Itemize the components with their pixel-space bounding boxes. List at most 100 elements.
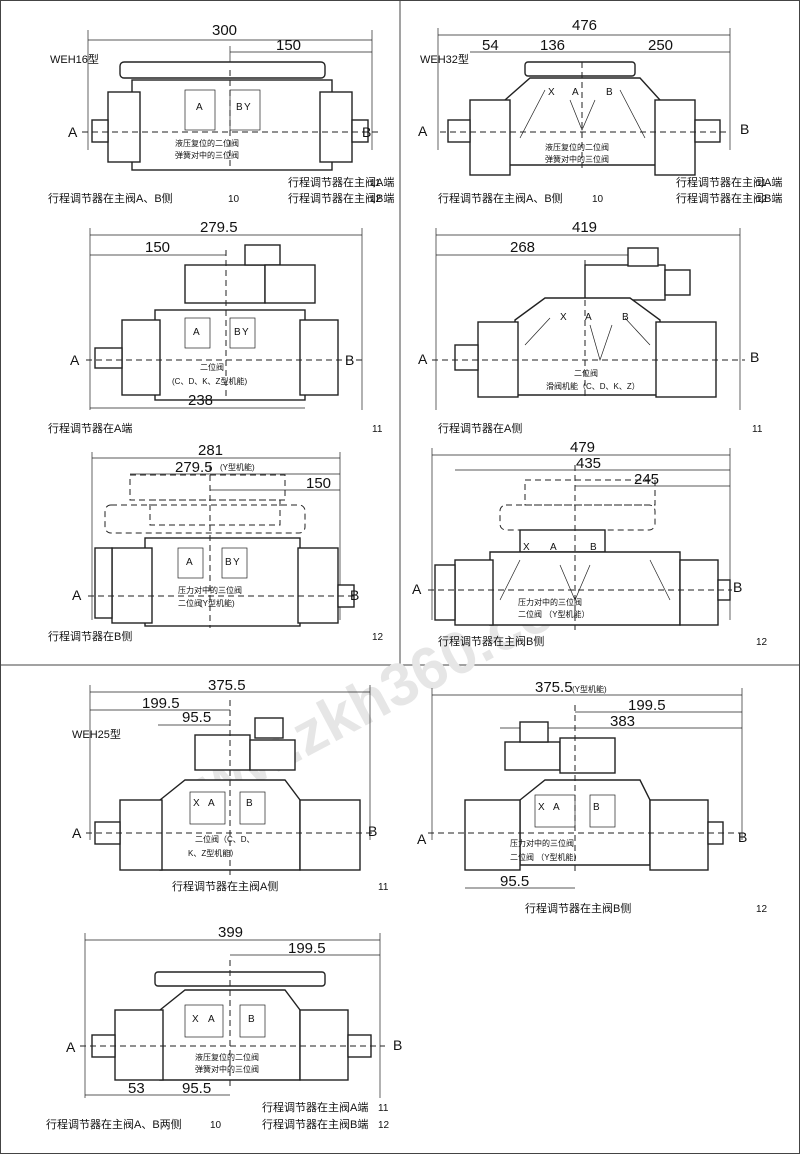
num-11: 11 — [370, 178, 381, 189]
drawing-panel-2: 476 54 136 250 WEH32型 X A B A B 液压复位的二位阀… — [418, 17, 782, 205]
note-line-2: 二位阀 — [178, 598, 202, 608]
port-b: B — [750, 349, 759, 365]
note-line-2: 弹簧对中的三位阀 — [195, 1064, 259, 1074]
dim-150: 150 — [306, 475, 331, 492]
dim-overall: 476 — [572, 17, 597, 34]
port-a: A — [72, 587, 82, 603]
model-label: WEH25型 — [72, 727, 121, 741]
note-line-1: 二位阀（C、D、 — [195, 834, 255, 844]
caption-a: 行程调节器在主阀A端 — [676, 175, 782, 189]
port-a: A — [66, 1039, 76, 1055]
caption-ab: 行程调节器在主阀A、B侧 — [438, 191, 563, 205]
dim-95: 95.5 — [182, 709, 211, 726]
valve-label-a: A — [196, 102, 203, 113]
dim-overall: 479 — [570, 439, 595, 456]
note-line-1: 压力对中的三位阀 — [178, 585, 242, 595]
num-12: 12 — [372, 632, 384, 643]
dim-279: 279.5 — [175, 459, 213, 476]
num-10: 10 — [592, 194, 604, 205]
num-11: 11 — [378, 882, 389, 893]
dim-53: 53 — [128, 1080, 145, 1097]
valve-label-a: A — [186, 557, 193, 568]
dim-238: 238 — [188, 392, 213, 409]
drawing-panel-6: 479 435 245 X A B A B 压力对中的三位阀 二位阀 （Y型机能… — [412, 439, 768, 648]
num-10: 10 — [210, 1120, 222, 1131]
port-b: B — [350, 587, 359, 603]
dim-overall: 399 — [218, 924, 243, 941]
valve-label-a: A — [553, 802, 560, 813]
valve-label-a: A — [572, 87, 579, 98]
note-line-2: 弹簧对中的三位阀 — [545, 154, 609, 164]
note-line-2: (C、D、K、Z型机能) — [172, 376, 247, 386]
note-line-1: 二位阀 — [574, 368, 598, 378]
caption-a: 行程调节器在主阀A端 — [288, 175, 394, 189]
dim-overall: 281 — [198, 442, 223, 459]
caption: 行程调节器在主阀B侧 — [525, 901, 631, 915]
drawing-panel-3: 279.5 150 A B Y A B 二位阀 (C、D、K、Z型机能) 238… — [48, 219, 383, 435]
caption-b: 行程调节器在主阀B端 — [262, 1117, 368, 1131]
note-line-1: 液压复位的二位阀 — [545, 142, 609, 152]
note-line-1: 液压复位的二位阀 — [195, 1052, 259, 1062]
dim-half: 150 — [276, 37, 301, 54]
dim-383: 383 — [610, 713, 635, 730]
drawing-panel-4: 419 268 X A B A B 二位阀 滑阀机能（C、D、K、Z） 行程调节… — [418, 219, 763, 435]
dim-y-note: (Y型机能) — [572, 684, 607, 694]
dim-136: 136 — [540, 37, 565, 54]
num-12: 12 — [756, 194, 768, 205]
note-line-2: 二位阀 （Y型机能） — [518, 609, 590, 619]
caption: 行程调节器在A端 — [48, 422, 132, 435]
num-12: 12 — [370, 194, 382, 205]
valve-label-b: B — [622, 312, 629, 323]
dim-199: 199.5 — [628, 697, 666, 714]
drawing-panel-8: 375.5 (Y型机能) 199.5 383 X A B A B 压力对中的三位… — [417, 679, 768, 915]
caption: 行程调节器在主阀B侧 — [438, 634, 544, 648]
dim-250: 250 — [648, 37, 673, 54]
valve-label-b: B — [593, 802, 600, 813]
port-a: A — [412, 581, 422, 597]
caption: 行程调节器在主阀A侧 — [172, 879, 278, 893]
note-line-2: 弹簧对中的三位阀 — [175, 150, 239, 160]
note-line-2: 滑阀机能（C、D、K、Z） — [546, 381, 640, 391]
num-12: 12 — [756, 637, 768, 648]
drawing-panel-5: 281 279.5 (Y型机能) 150 A B Y A B 压力对中的三位阀 … — [48, 442, 384, 643]
caption-ab: 行程调节器在主阀A、B侧 — [48, 191, 173, 205]
valve-label-b: B — [236, 102, 243, 113]
dim-150: 150 — [145, 239, 170, 256]
valve-label-x: X — [560, 312, 567, 323]
valve-label-x: X — [193, 798, 200, 809]
note-line-1: 压力对中的三位阀 — [510, 838, 574, 848]
num-10: 10 — [228, 194, 240, 205]
port-a: A — [72, 825, 82, 841]
dim-54: 54 — [482, 37, 499, 54]
caption: 行程调节器在A侧 — [438, 422, 522, 435]
valve-label-b: B — [234, 327, 241, 338]
valve-label-x: X — [523, 542, 530, 553]
valve-label-x: X — [538, 802, 545, 813]
valve-label-x: X — [192, 1014, 199, 1025]
caption: 行程调节器在B侧 — [48, 630, 132, 643]
dim-overall: 375.5 — [208, 677, 246, 694]
valve-label-y: Y — [244, 102, 251, 113]
model-label: WEH16型 — [50, 52, 99, 66]
note-line-1: 二位阀 — [200, 362, 224, 372]
note-line-2: 二位阀 （Y型机能） — [510, 852, 582, 862]
drawing-panel-9: 399 199.5 X A B A B 液压复位的二位阀 弹簧对中的三位阀 53… — [46, 924, 402, 1131]
dim-95: 95.5 — [500, 873, 529, 890]
valve-label-b: B — [590, 542, 597, 553]
caption-b: 行程调节器在主阀B端 — [676, 191, 782, 205]
port-a: A — [70, 352, 80, 368]
dim-overall: 279.5 — [200, 219, 238, 236]
dim-overall: 375.5 — [535, 679, 573, 696]
dim-268: 268 — [510, 239, 535, 256]
valve-label-b: B — [246, 798, 253, 809]
port-a: A — [417, 831, 427, 847]
num-12: 12 — [378, 1120, 390, 1131]
port-a: A — [68, 124, 78, 140]
port-b: B — [738, 829, 747, 845]
dim-y-note: (Y型机能) — [220, 462, 255, 472]
port-a: A — [418, 123, 428, 139]
num-11: 11 — [372, 424, 383, 435]
port-b: B — [393, 1037, 402, 1053]
port-a: A — [418, 351, 428, 367]
